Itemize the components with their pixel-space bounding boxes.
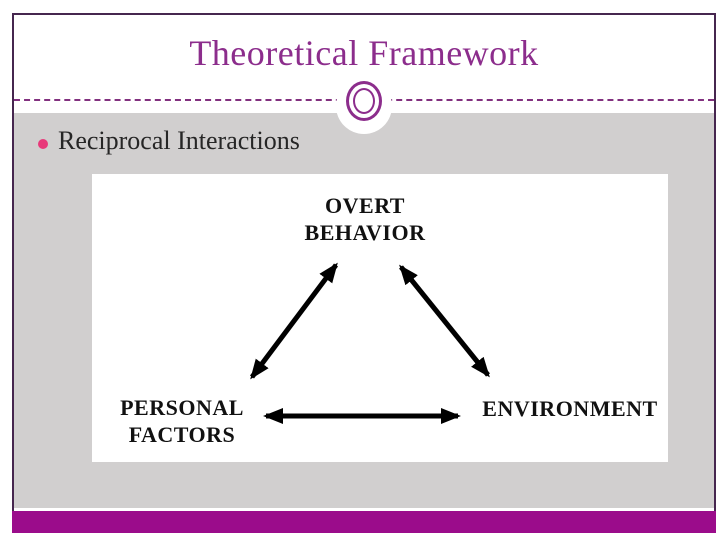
node-personal-factors-line2: FACTORS xyxy=(128,422,236,447)
arrow-personal-overt xyxy=(250,262,338,380)
frame-border-right xyxy=(714,13,716,511)
frame-border-top xyxy=(12,13,716,15)
arrow-overt-environment xyxy=(399,264,490,378)
node-environment-line1: ENVIRONMENT xyxy=(482,396,658,421)
diagram-arrows xyxy=(250,262,490,424)
node-personal-factors: PERSONAL FACTORS xyxy=(96,394,268,448)
node-overt-behavior-line2: BEHAVIOR xyxy=(304,220,426,245)
slide-title: Theoretical Framework xyxy=(189,33,539,73)
reciprocal-interactions-diagram: OVERT BEHAVIOR PERSONAL FACTORS ENVIRONM… xyxy=(92,174,668,462)
frame-border-left xyxy=(12,13,14,511)
node-overt-behavior-line1: OVERT xyxy=(325,193,405,218)
circle-ornament-icon xyxy=(346,81,382,121)
node-personal-factors-line1: PERSONAL xyxy=(120,395,244,420)
footer-accent-bar xyxy=(12,511,716,533)
node-overt-behavior: OVERT BEHAVIOR xyxy=(250,192,480,246)
circle-ornament-inner-icon xyxy=(353,88,375,114)
node-environment: ENVIRONMENT xyxy=(470,395,670,422)
bullet-item: Reciprocal Interactions xyxy=(58,126,300,155)
bullet-dot-icon xyxy=(38,139,48,149)
